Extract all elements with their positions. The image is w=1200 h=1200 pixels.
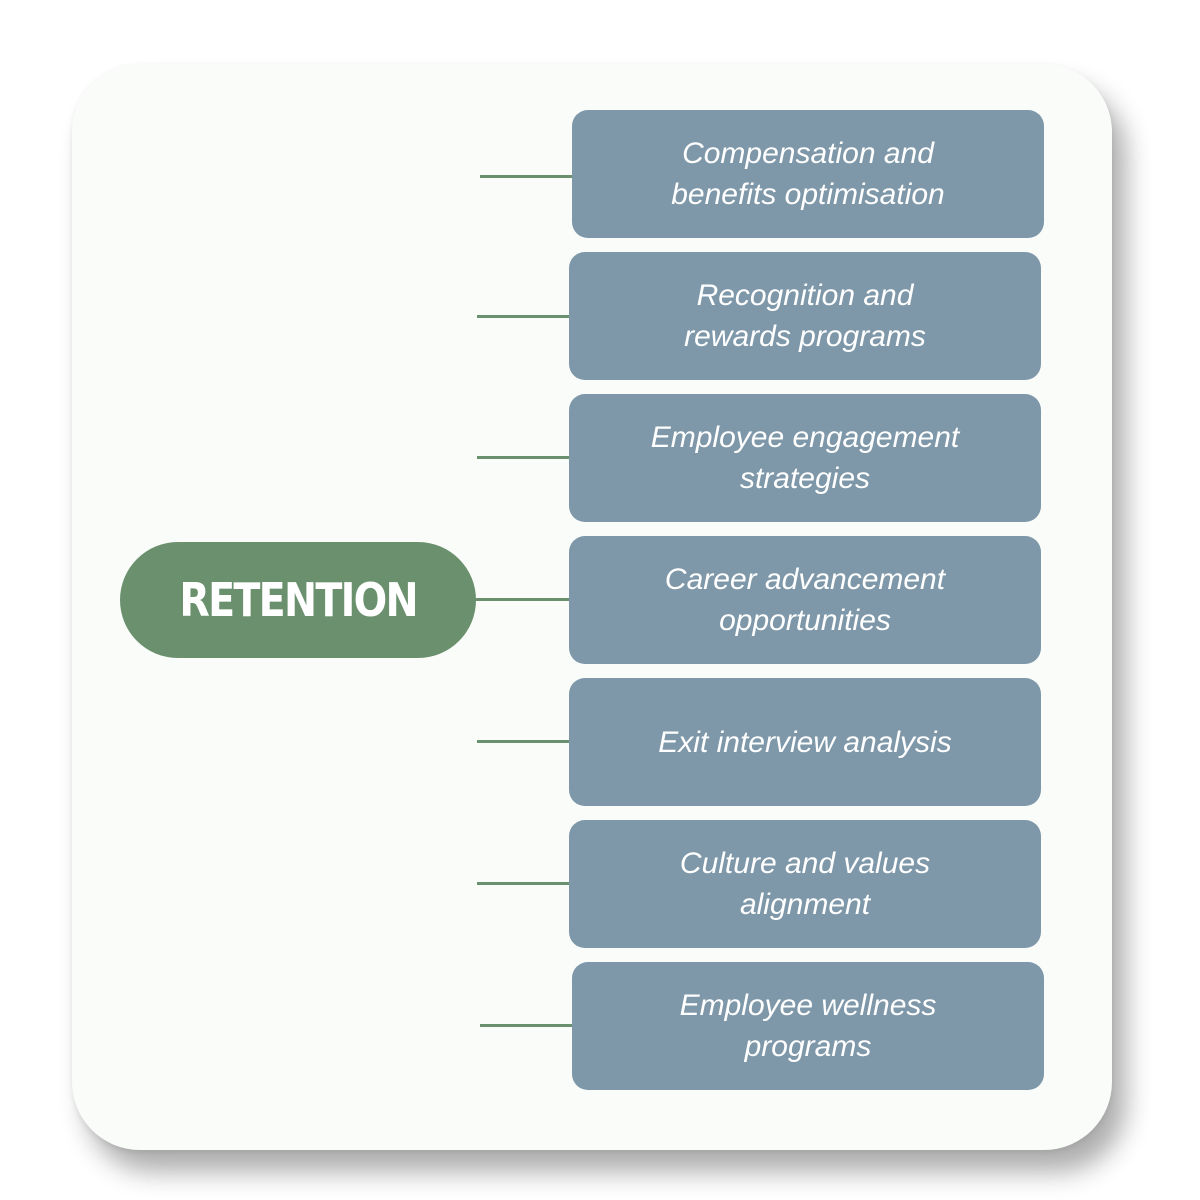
- branch-node: Employee wellness programs: [572, 962, 1044, 1090]
- branch-label: Career advancement opportunities: [664, 563, 946, 637]
- branch-label: Employee wellness programs: [679, 989, 937, 1063]
- branch-label: Employee engagement strategies: [650, 421, 960, 495]
- root-node: RETENTION: [120, 542, 476, 658]
- connector-line: [477, 315, 569, 318]
- branch-label: Exit interview analysis: [658, 725, 952, 759]
- root-label: RETENTION: [179, 573, 418, 627]
- branch-label: Culture and values alignment: [679, 847, 931, 921]
- connector-line: [477, 740, 569, 743]
- branch-node: Culture and values alignment: [569, 820, 1041, 948]
- connector-line: [480, 1024, 572, 1027]
- branch-label: Compensation and benefits optimisation: [671, 137, 945, 211]
- branch-node: Compensation and benefits optimisation: [572, 110, 1044, 238]
- branch-node: Exit interview analysis: [569, 678, 1041, 806]
- connector-line: [477, 456, 569, 459]
- branch-node: Employee engagement strategies: [569, 394, 1041, 522]
- connector-line: [480, 175, 572, 178]
- connector-line: [477, 882, 569, 885]
- branch-label: Recognition and rewards programs: [684, 279, 926, 353]
- branch-node: Recognition and rewards programs: [569, 252, 1041, 380]
- connector-line: [476, 598, 569, 601]
- branch-node: Career advancement opportunities: [569, 536, 1041, 664]
